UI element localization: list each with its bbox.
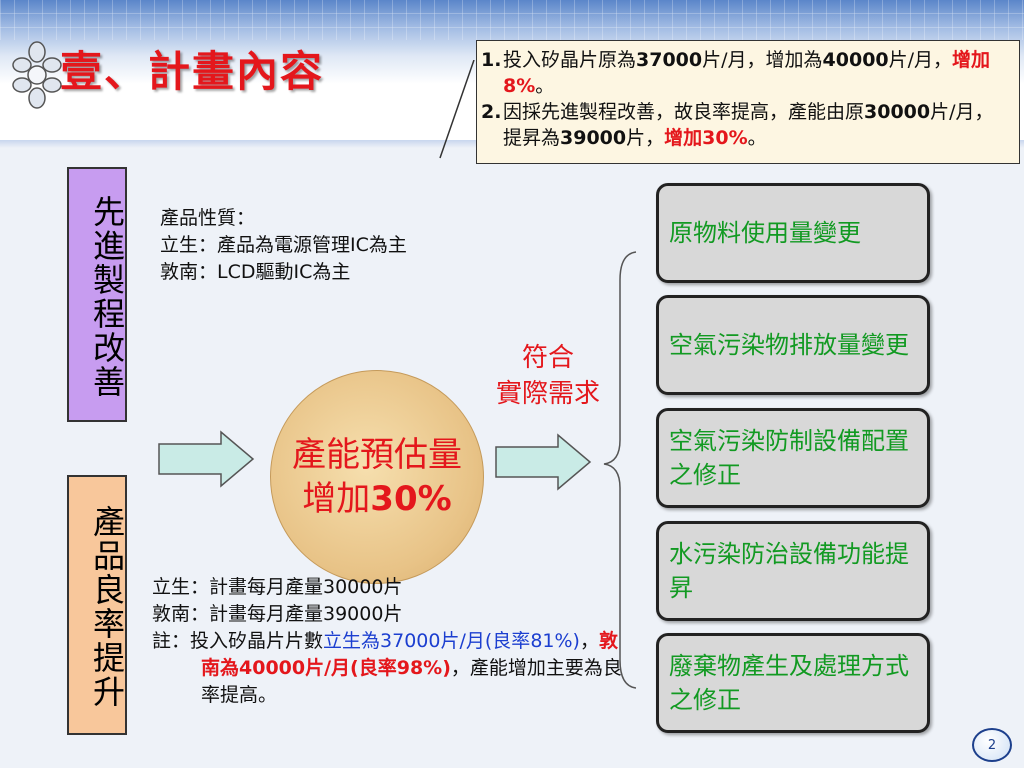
impact-box-air-emission: 空氣污染物排放量變更 <box>656 295 930 395</box>
note-item-1: 1. 投入矽晶片原為37000片/月，增加為40000片/月，增加8%。 <box>481 49 991 97</box>
flower-logo-icon <box>12 41 62 109</box>
capacity-estimate-circle: 產能預估量 增加30% <box>270 370 484 584</box>
brace-icon <box>603 251 637 689</box>
left-arrow-icon <box>158 430 255 488</box>
comply-label: 符合 實際需求 <box>495 343 600 409</box>
impact-box-waste: 廢棄物產生及處理方式之修正 <box>656 633 930 733</box>
impact-box-water: 水污染防治設備功能提昇 <box>656 521 930 621</box>
production-info: 立生：計畫每月產量30000片 敦南：計畫每月產量39000片 註：投入矽晶片片… <box>152 574 632 709</box>
product-info: 產品性質： 立生：產品為電源管理IC為主 敦南：LCD驅動IC為主 <box>160 207 407 283</box>
production-note: 註：投入矽晶片片數立生為37000片/月(良率81%)，敦南為40000片/月(… <box>152 630 622 706</box>
yield-improvement-box: 產品良率提升 <box>67 475 127 735</box>
process-improvement-box: 先進製程改善 <box>67 167 127 422</box>
impact-box-materials: 原物料使用量變更 <box>656 183 930 283</box>
summary-note-box: 1. 投入矽晶片原為37000片/月，增加為40000片/月，增加8%。 2. … <box>476 40 1020 164</box>
right-arrow-icon <box>495 433 592 491</box>
page-number: 2 <box>972 728 1012 762</box>
note-item-2: 2. 因採先進製程改善，故良率提高，產能由原30000片/月，提昇為39000片… <box>481 101 994 149</box>
header-grid <box>0 0 1024 40</box>
impact-box-air-control: 空氣污染防制設備配置之修正 <box>656 408 930 508</box>
page-title: 壹、計畫內容 <box>60 47 325 96</box>
callout-line <box>439 60 475 159</box>
